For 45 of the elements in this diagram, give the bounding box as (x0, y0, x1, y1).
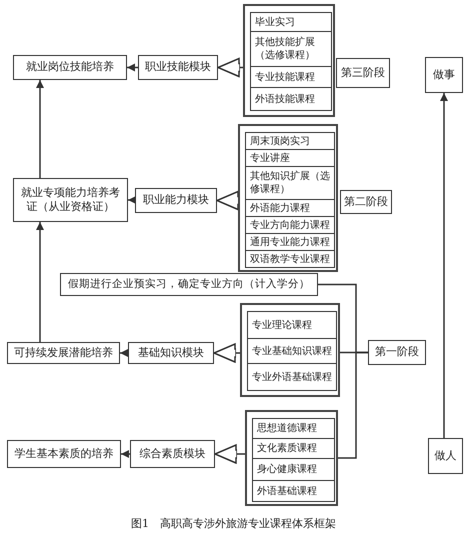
arrow (440, 93, 448, 438)
process-box: 可持续发展潜能培养 (7, 342, 120, 364)
course-box: 双语教学专业课程 (245, 250, 335, 268)
process-box: 学生基本素质的培养 (7, 440, 121, 468)
process-box: 职业技能模块 (138, 55, 218, 80)
course-box: 文化素质课程 (252, 438, 335, 459)
process-box: 就业专项能力培养考证（从业资格证） (13, 178, 128, 222)
process-box: 第一阶段 (368, 340, 426, 365)
course-box: 周末顶岗实习 (245, 132, 335, 150)
figure-caption: 图1 高职高专涉外旅游专业课程体系框架 (130, 516, 337, 531)
course-box: 其他技能扩展（选修课程） (250, 31, 332, 67)
course-box: 外语技能课程 (250, 87, 332, 111)
arrow (36, 222, 44, 342)
process-box: 职业能力模块 (135, 188, 217, 213)
course-box: 思想道德课程 (252, 418, 335, 439)
process-box: 假期进行企业预实习，确定专业方向（计入学分） (60, 273, 318, 296)
course-group-frame (238, 124, 338, 272)
process-box: 做事 (425, 57, 463, 93)
course-box: 专业外语基础课程 (247, 363, 337, 391)
course-group-frame (243, 4, 335, 117)
arrow (121, 450, 130, 458)
course-box: 专业基础知识课程 (247, 338, 337, 364)
process-box: 就业岗位技能培养 (13, 55, 127, 80)
course-box: 通用专业能力课程 (245, 233, 335, 251)
course-box: 外语能力课程 (245, 199, 335, 217)
course-box: 毕业实习 (250, 12, 332, 32)
arrow (36, 80, 44, 178)
course-box: 身心健康课程 (252, 458, 335, 481)
course-group-frame (245, 410, 338, 506)
process-box: 第二阶段 (340, 190, 392, 214)
arrow (128, 196, 136, 204)
arrow (127, 64, 138, 72)
process-box: 基础知识模块 (128, 342, 214, 364)
course-box: 专业技能课程 (250, 66, 332, 88)
process-box: 综合素质模块 (130, 440, 215, 468)
course-box: 外语基础课程 (252, 480, 335, 502)
course-box: 其他知识扩展（选修课程） (245, 166, 335, 200)
course-box: 专业讲座 (245, 149, 335, 167)
course-group-frame (240, 303, 340, 397)
process-box: 第三阶段 (336, 58, 390, 88)
process-box: 做人 (428, 438, 463, 474)
course-box: 专业理论课程 (247, 311, 337, 339)
course-box: 专业方向能力课程 (245, 216, 335, 234)
connector-line (338, 352, 368, 459)
arrow (120, 349, 128, 357)
